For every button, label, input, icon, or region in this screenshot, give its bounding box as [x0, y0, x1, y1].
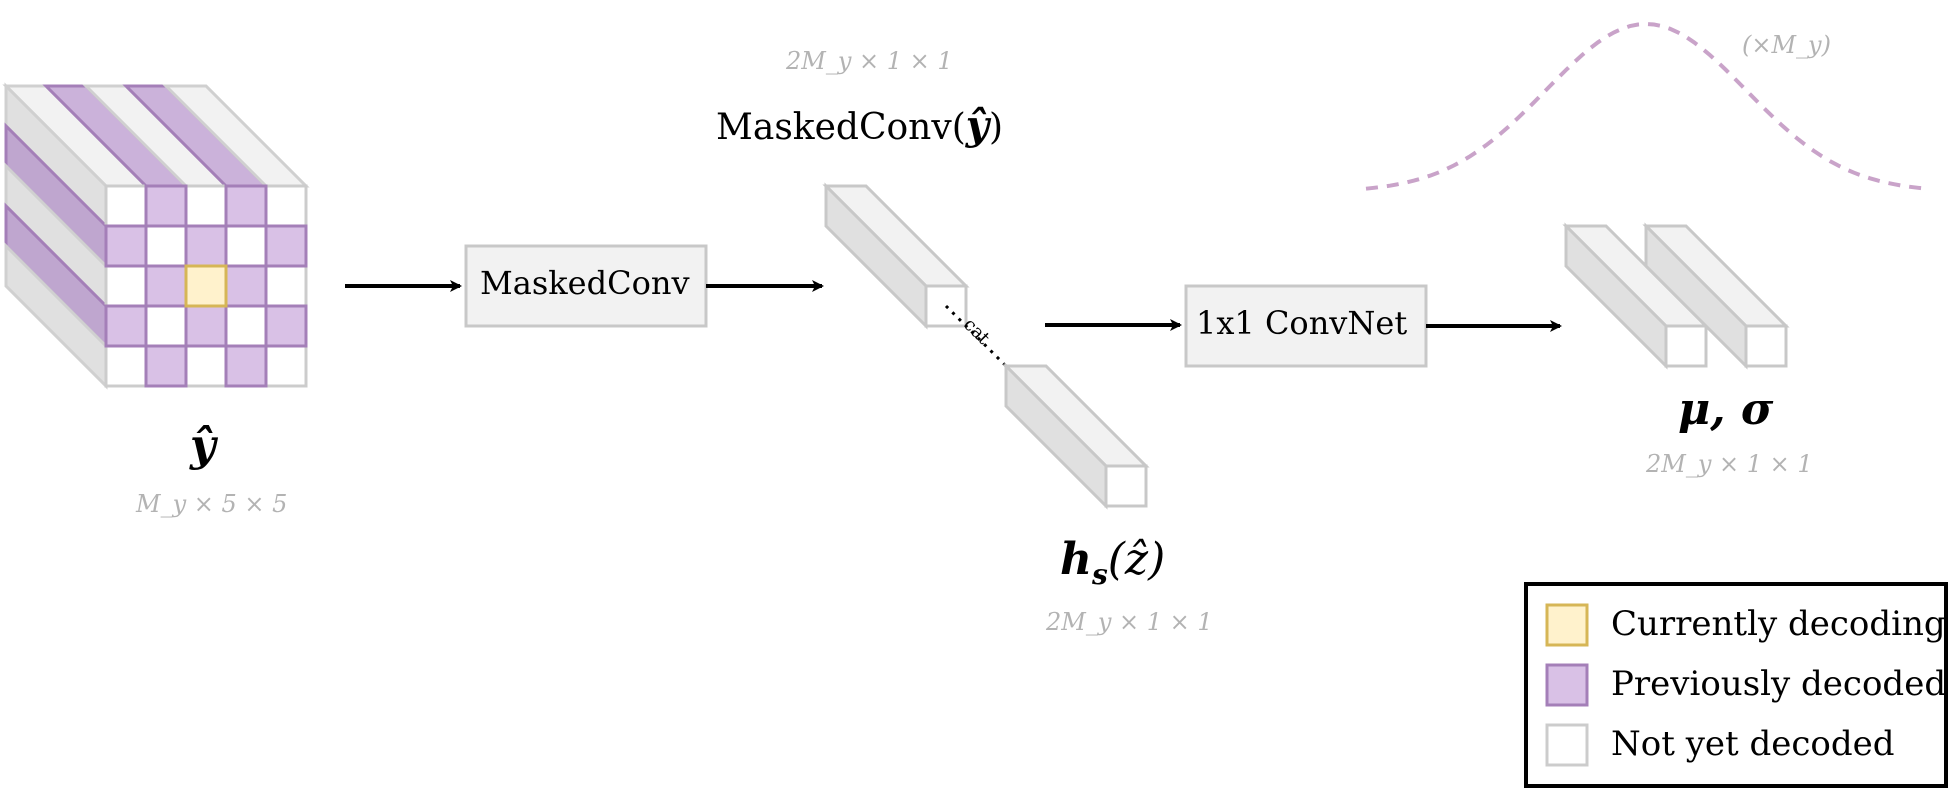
cube-front-grid [104, 184, 308, 388]
input-dims-label: M_y × 5 × 5 [136, 490, 288, 518]
convnet-box-label: 1x1 ConvNet [1196, 304, 1408, 342]
grid-cell-previous [224, 184, 268, 228]
convnet-box [1184, 284, 1428, 368]
legend-swatch-previous [1545, 663, 1589, 707]
hyper-output-label-h: h [1060, 534, 1092, 585]
hyperprior-output-block [1002, 362, 1150, 510]
output-params-label: μ, σ [1678, 384, 1774, 435]
grid-cell-previous [264, 304, 308, 348]
grid-cell-previous [264, 224, 308, 268]
distribution-multiplier-label: (×M_y) [1742, 31, 1831, 59]
gaussian-distribution-curve [1365, 21, 1927, 191]
grid-cell-notyet [104, 264, 148, 308]
input-tensor-cube [2, 82, 310, 390]
grid-cell-previous [144, 184, 188, 228]
grid-cell-previous [144, 264, 188, 308]
hyper-output-label-sub: s [1092, 557, 1108, 591]
grid-cell-notyet [184, 184, 228, 228]
grid-cell-notyet [224, 304, 268, 348]
legend-box [1524, 582, 1948, 788]
maskedconv-output-label-suffix: ) [989, 107, 1004, 148]
grid-cell-notyet [264, 264, 308, 308]
grid-cell-previous [184, 224, 228, 268]
grid-cell-previous [104, 304, 148, 348]
hyper-output-label: hs(ẑ) [1060, 534, 1165, 591]
grid-cell-notyet [144, 224, 188, 268]
hyper-output-dims-label: 2M_y × 1 × 1 [1046, 608, 1213, 636]
grid-cell-notyet [104, 344, 148, 388]
legend-swatch-notyet [1545, 723, 1589, 767]
mu-output-block [1562, 222, 1710, 370]
grid-cell-notyet [264, 344, 308, 388]
maskedconv-output-label-symbol: ŷ [965, 102, 989, 149]
output-dims-label: 2M_y × 1 × 1 [1646, 450, 1813, 478]
maskedconv-output-label-prefix: MaskedConv( [716, 107, 966, 148]
sigma-output-block [1642, 222, 1790, 370]
legend-label-current: Currently decoding [1611, 604, 1946, 644]
grid-cell-notyet [144, 304, 188, 348]
maskedconv-box-label: MaskedConv [480, 264, 690, 302]
grid-cell-previous [144, 344, 188, 388]
hyper-output-label-arg: (ẑ) [1107, 534, 1166, 585]
grid-cell-notyet [104, 184, 148, 228]
grid-cell-previous [184, 304, 228, 348]
grid-cell-current [184, 264, 228, 308]
maskedconv-output-block [822, 182, 970, 330]
grid-cell-previous [224, 264, 268, 308]
input-symbol-label: ŷ [190, 420, 216, 471]
legend-swatch-current [1545, 603, 1589, 647]
legend-label-notyet: Not yet decoded [1611, 724, 1895, 764]
grid-cell-notyet [224, 224, 268, 268]
maskedconv-output-label: MaskedConv(ŷ) [716, 102, 1003, 149]
grid-cell-previous [224, 344, 268, 388]
grid-cell-previous [104, 224, 148, 268]
maskedconv-box [464, 244, 708, 328]
grid-cell-notyet [184, 344, 228, 388]
legend-label-previous: Previously decoded [1611, 664, 1947, 704]
grid-cell-notyet [264, 184, 308, 228]
maskedconv-output-dims-label: 2M_y × 1 × 1 [786, 47, 953, 75]
